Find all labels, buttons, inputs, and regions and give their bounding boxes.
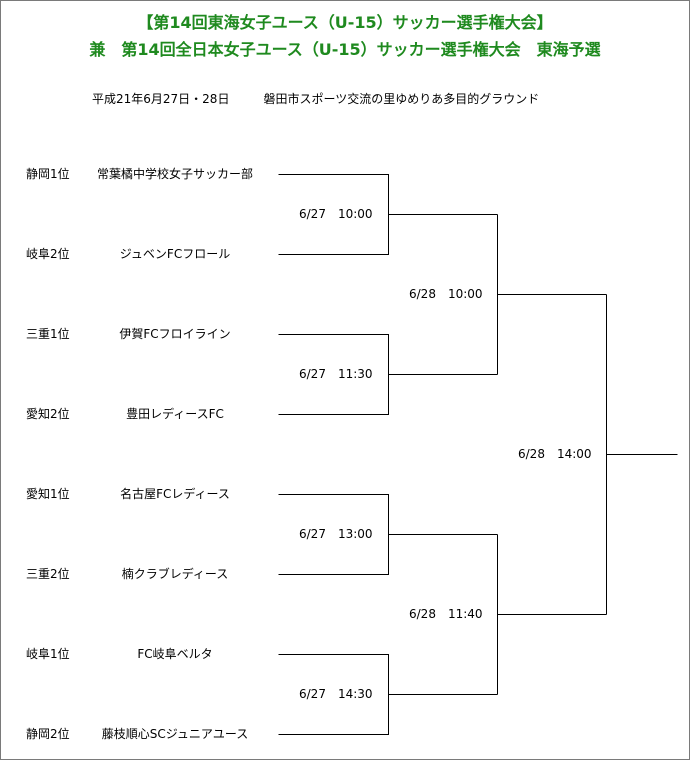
semifinal-time: 6/28 10:00: [409, 287, 483, 301]
match-dates: 平成21年6月27日・28日: [92, 92, 230, 106]
entry-team: 藤枝順心SCジュニアユース: [101, 727, 249, 741]
match-time: 6/27 10:00: [299, 207, 373, 221]
entry-team: 常葉橘中学校女子サッカー部: [96, 167, 253, 181]
entry-team: ジュベンFCフロール: [119, 247, 231, 261]
entry-seed: 静岡2位: [26, 727, 70, 741]
entry-seed: 愛知1位: [26, 487, 70, 501]
tournament-title: 【第14回東海女子ユース（U-15）サッカー選手権大会】: [137, 13, 553, 32]
entry-team: 豊田レディースFC: [126, 407, 224, 421]
entry-team: 名古屋FCレディース: [120, 487, 230, 501]
entry-seed: 三重2位: [26, 567, 70, 581]
entry-team: 伊賀FCフロイライン: [119, 327, 231, 341]
date-venue-line: 平成21年6月27日・28日 磐田市スポーツ交流の里ゆめりあ多目的グラウンド: [92, 90, 539, 107]
entry-seed: 岐阜2位: [26, 247, 70, 261]
tournament-subtitle: 兼 第14回全日本女子ユース（U-15）サッカー選手権大会 東海予選: [89, 40, 601, 59]
final-time: 6/28 14:00: [518, 447, 592, 461]
entry-seed: 静岡1位: [26, 167, 70, 181]
entry-team: 楠クラブレディース: [121, 567, 229, 581]
entry-team: FC岐阜ベルタ: [137, 647, 213, 661]
entry-seed: 三重1位: [26, 327, 70, 341]
semifinal-time: 6/28 11:40: [409, 607, 483, 621]
entry-seed: 岐阜1位: [26, 647, 70, 661]
venue-name: 磐田市スポーツ交流の里ゆめりあ多目的グラウンド: [263, 92, 540, 106]
match-time: 6/27 13:00: [299, 527, 373, 541]
match-time: 6/27 14:30: [299, 687, 373, 701]
match-time: 6/27 11:30: [299, 367, 373, 381]
entry-seed: 愛知2位: [26, 407, 70, 421]
